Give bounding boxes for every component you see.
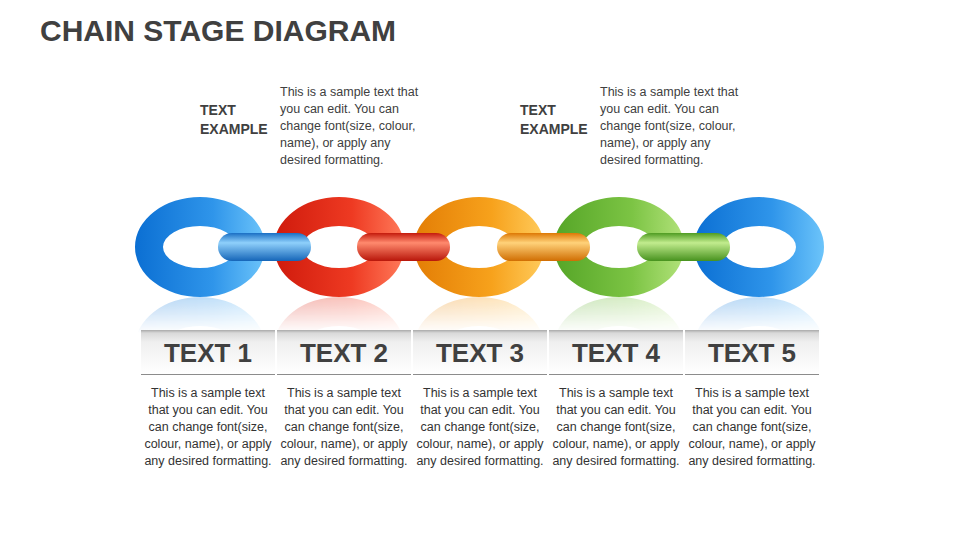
stage-heading: TEXT 1 (141, 330, 275, 375)
callout-heading: TEXT EXAMPLE (200, 101, 276, 139)
stage-description: This is a sample text that you can edit.… (412, 375, 548, 474)
stage-column: TEXT 1This is a sample text that you can… (140, 330, 276, 474)
stage-description: This is a sample text that you can edit.… (684, 375, 820, 474)
stage-column: TEXT 2This is a sample text that you can… (276, 330, 412, 474)
stage-description: This is a sample text that you can edit.… (140, 375, 276, 474)
stage-heading: TEXT 3 (413, 330, 547, 375)
callout-text: This is a sample text that you can edit.… (600, 84, 748, 169)
chain-links (135, 197, 824, 297)
stage-column: TEXT 5This is a sample text that you can… (684, 330, 820, 474)
callout-heading: TEXT EXAMPLE (520, 101, 596, 139)
stage-column: TEXT 3This is a sample text that you can… (412, 330, 548, 474)
stage-heading: TEXT 4 (549, 330, 683, 375)
stage-heading: TEXT 2 (277, 330, 411, 375)
stage-heading: TEXT 5 (685, 330, 819, 375)
slide-title: CHAIN STAGE DIAGRAM (40, 14, 396, 48)
stage-description: This is a sample text that you can edit.… (276, 375, 412, 474)
stage-column: TEXT 4This is a sample text that you can… (548, 330, 684, 474)
chain-reflection (135, 297, 824, 397)
stage-description: This is a sample text that you can edit.… (548, 375, 684, 474)
callout-text: This is a sample text that you can edit.… (280, 84, 428, 169)
